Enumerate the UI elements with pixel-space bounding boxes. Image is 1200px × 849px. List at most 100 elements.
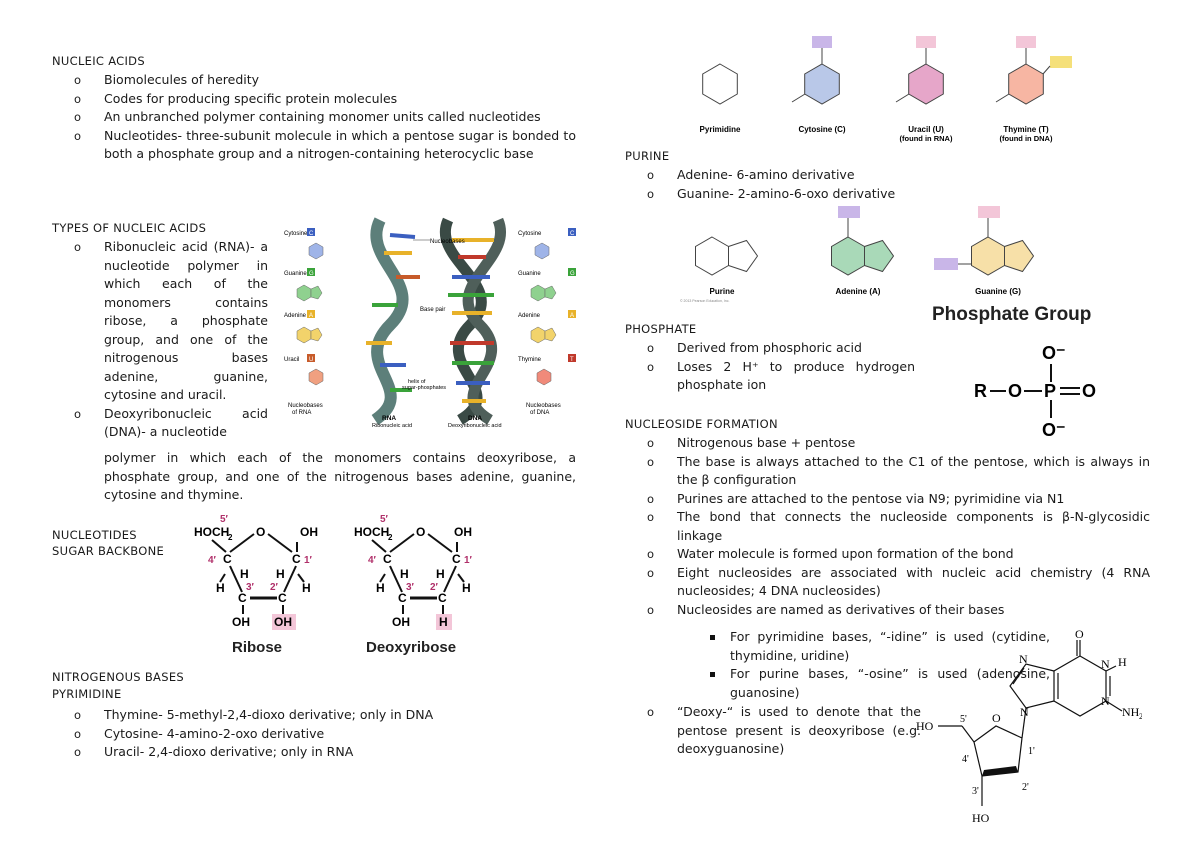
guanine-ring-icon (310, 285, 323, 300)
hydrogen: H (216, 581, 225, 595)
purine-label: Guanine (G) (975, 287, 1021, 296)
list-item: Nucleosides are named as derivatives of … (625, 601, 1150, 620)
dna-double-helix (440, 217, 506, 425)
hydrogen: H (439, 615, 448, 629)
dna-title: DNA (468, 415, 482, 422)
nucleoside-heading: NUCLEOSIDE FORMATION (625, 417, 778, 431)
adenine-molecule-icon (530, 326, 546, 344)
purine-six-ring (831, 236, 865, 276)
list-item: For purine bases, “-osine” is used (aden… (702, 665, 1050, 702)
four-prime-label: 4′ (208, 555, 217, 566)
purine-label: Adenine (A) (836, 287, 881, 296)
pyrimidine-ring (702, 63, 738, 105)
amino-group: NH (1122, 705, 1140, 719)
list-item: Nucleotides- three-subunit molecule in w… (52, 127, 576, 164)
three-prime-label: 3′ (406, 582, 415, 593)
prime-label: 2' (1022, 782, 1029, 793)
legend-caption: Nucleobases (288, 403, 323, 409)
methyl-highlight (1050, 56, 1072, 68)
dna-subtitle: Deoxyribonucleic acid (448, 423, 502, 429)
hydroxyl: HO (916, 719, 934, 733)
list-item: The base is always attached to the C1 of… (625, 453, 1150, 490)
prime-label: 5' (960, 714, 967, 725)
oxygen: O (1082, 381, 1096, 401)
list-item: Thymine- 5-methyl-2,4-dioxo derivative; … (52, 706, 576, 725)
nucleobases-callout: Nucleobases (430, 239, 465, 245)
r-group: R (974, 381, 987, 401)
bond (895, 93, 910, 103)
list-item: Guanine- 2-amino-6-oxo derivative (625, 185, 1150, 204)
pyrimidine-label: Pyrimidine (700, 125, 741, 134)
substituent-highlight (916, 36, 936, 48)
pyrimidine-ring (804, 63, 840, 105)
hoch2-label: HOCH (354, 525, 389, 539)
substituent-highlight (812, 36, 832, 48)
uracil-molecule-icon (308, 368, 324, 386)
list-item: Eight nucleosides are associated with nu… (625, 564, 1150, 601)
legend-label: Guanine (518, 271, 541, 277)
rna-dna-helix-figure: Cytosine C Guanine G Adenine A Uracil U … (284, 217, 576, 429)
hydrogen: H (462, 581, 471, 595)
legend-code: C (570, 231, 575, 237)
legend-label: Cytosine (518, 231, 542, 237)
hydroxyl: HO (972, 811, 990, 825)
hydrogen: H (1118, 655, 1127, 669)
carbon: C (278, 591, 287, 605)
legend-label: Adenine (518, 313, 541, 319)
hydrogen: H (436, 567, 445, 581)
five-prime-label: 5′ (220, 514, 229, 525)
hydrogen: H (400, 567, 409, 581)
carbon: C (438, 591, 447, 605)
legend-swatch (568, 354, 576, 362)
adenine-ring-icon (310, 327, 323, 342)
nucleic-acids-heading: NUCLEIC ACIDS (52, 54, 145, 68)
types-list: Ribonucleic acid (RNA)- a nucleotide pol… (52, 238, 268, 442)
carbon: C (292, 552, 301, 566)
ring-oxygen: O (992, 711, 1001, 725)
amino-highlight (934, 258, 958, 270)
pyrimidine-sublabel: (found in DNA) (1000, 134, 1053, 143)
legend-code: C (309, 231, 314, 237)
substituent-highlight (838, 206, 860, 218)
two-prime-label: 2′ (270, 582, 279, 593)
hoch2-label: HOCH (194, 525, 229, 539)
list-item: For pyrimidine bases, “-idine” is used (… (702, 628, 1050, 665)
guanine-molecule-icon (296, 284, 312, 302)
ring-oxygen: O (256, 525, 265, 539)
substituent-highlight (978, 206, 1000, 218)
legend-label: Cytosine (284, 231, 308, 237)
phosphorus: P (1044, 381, 1056, 401)
adenine-molecule-icon (296, 326, 312, 344)
subscript: 2 (228, 533, 233, 542)
oh-label: OH (232, 615, 250, 629)
base-bar (389, 233, 416, 239)
carbonyl-oxygen: O (1075, 627, 1084, 641)
purine-five-ring (864, 239, 895, 273)
legend-code: G (570, 271, 575, 277)
adenine-ring-icon (544, 327, 557, 342)
cytosine-molecule-icon (308, 242, 324, 260)
cytosine-molecule-icon (534, 242, 550, 260)
list-item: Nitrogenous base + pentose (625, 434, 1150, 453)
sugar-backbone-heading: SUGAR BACKBONE (52, 544, 165, 558)
rna-item: Ribonucleic acid (RNA)- a nucleotide pol… (52, 238, 268, 405)
legend-code: T (570, 357, 574, 363)
list-item: The bond that connects the nucleoside co… (625, 508, 1150, 545)
pyrimidine-label: Thymine (T) (1003, 125, 1049, 134)
oh-label: OH (392, 615, 410, 629)
list-item: Derived from phosphoric acid (625, 339, 915, 358)
deoxyguanosine-structure: O N H N NH 2 N N O HO 5' 4' 1' 3' 2' HO (916, 627, 1142, 825)
phosphate-group-title: Phosphate Group (932, 304, 1092, 325)
legend-swatch (568, 268, 576, 276)
phosphate-heading: PHOSPHATE (625, 322, 697, 336)
nitrogen: N (1020, 705, 1029, 719)
bond (791, 93, 806, 103)
phosphate-structure: O⁻ R O P O O⁻ (974, 343, 1096, 440)
legend-code: A (309, 313, 313, 319)
legend-label: Thymine (518, 357, 542, 363)
list-item: Cytosine- 4-amino-2-oxo derivative (52, 725, 576, 744)
purine-list: Adenine- 6-amino derivative Guanine- 2-a… (625, 166, 1150, 203)
purine-six-ring (971, 236, 1005, 276)
